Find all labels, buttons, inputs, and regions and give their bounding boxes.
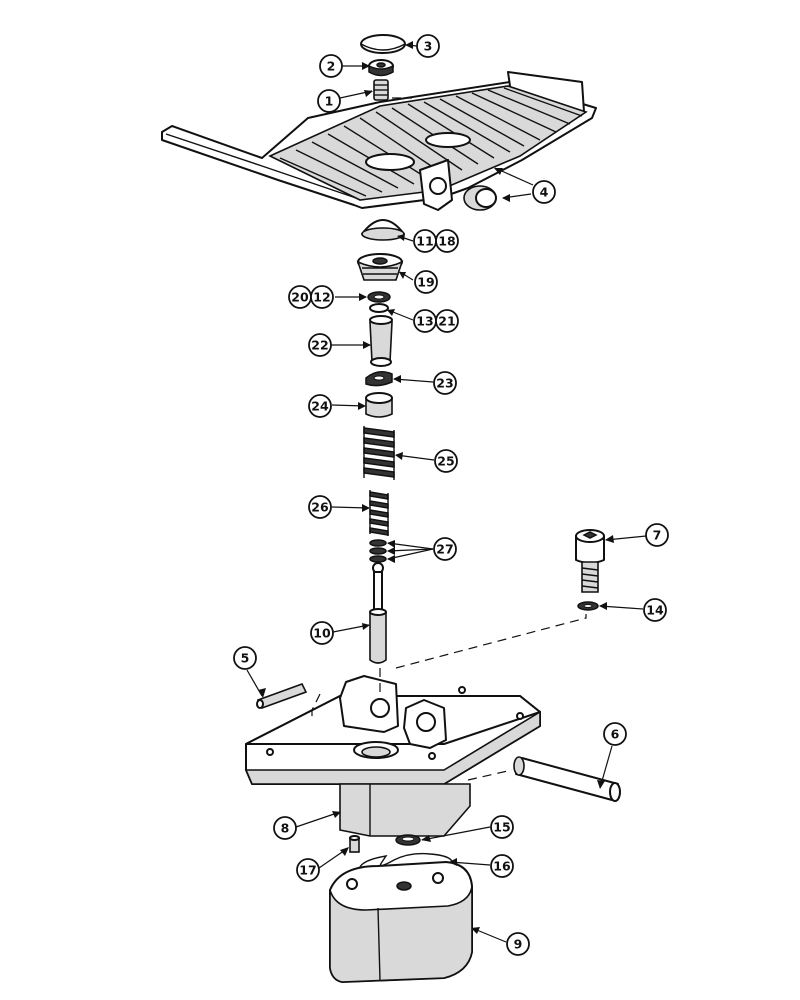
callout-6: 6 (603, 722, 627, 746)
svg-text:19: 19 (417, 275, 434, 290)
svg-text:27: 27 (436, 542, 453, 557)
part-large-spring (363, 424, 395, 482)
part-plunger-pin (369, 562, 387, 664)
svg-text:11: 11 (416, 234, 433, 249)
callout-21: 21 (435, 309, 459, 333)
callout-16: 16 (490, 854, 514, 878)
part-cap-disc (360, 34, 406, 54)
svg-text:1: 1 (325, 94, 334, 109)
svg-text:26: 26 (311, 500, 329, 515)
part-valve-body (329, 861, 473, 983)
callout-12: 12 (310, 285, 334, 309)
callout-15: 15 (490, 815, 514, 839)
part-set-screw (373, 79, 389, 101)
svg-text:24: 24 (311, 399, 329, 414)
svg-text:20: 20 (291, 290, 309, 305)
part-dome-cap (361, 219, 405, 241)
svg-text:22: 22 (311, 338, 328, 353)
svg-text:15: 15 (493, 820, 510, 835)
part-roll-pin (256, 683, 308, 709)
part-pedal-bushing (463, 185, 497, 211)
part-plunger-sleeve (369, 315, 393, 367)
callout-1: 1 (317, 89, 341, 113)
part-cap-screw (575, 529, 605, 593)
svg-text:16: 16 (493, 859, 511, 874)
svg-text:8: 8 (281, 821, 290, 836)
callout-7: 7 (645, 523, 669, 547)
callout-3: 3 (416, 34, 440, 58)
callout-4: 4 (532, 180, 556, 204)
svg-text:18: 18 (438, 234, 455, 249)
callout-14: 14 (643, 598, 667, 622)
svg-text:9: 9 (514, 937, 523, 952)
part-base-housing (244, 675, 541, 837)
svg-text:17: 17 (299, 863, 316, 878)
part-hinge-pin (513, 756, 621, 802)
svg-text:14: 14 (646, 603, 664, 618)
svg-text:12: 12 (313, 290, 330, 305)
callout-23: 23 (433, 371, 457, 395)
svg-text:4: 4 (540, 185, 549, 200)
svg-text:5: 5 (241, 651, 250, 666)
part-small-spring (369, 490, 389, 536)
leader-arrowheads (258, 41, 614, 934)
svg-text:23: 23 (436, 376, 453, 391)
part-spacer-bushing (365, 392, 393, 418)
callout-11: 11 (413, 229, 437, 253)
assembly-centerlines (311, 97, 587, 781)
svg-text:6: 6 (611, 727, 620, 742)
svg-text:3: 3 (424, 39, 433, 54)
callout-24: 24 (308, 394, 332, 418)
part-lock-washer (577, 601, 599, 611)
svg-text:2: 2 (327, 59, 336, 74)
part-nut (368, 59, 394, 77)
part-pedal-plate (161, 71, 597, 211)
callout-10: 10 (310, 621, 334, 645)
callout-17: 17 (296, 858, 320, 882)
part-threaded-guide (356, 253, 404, 281)
svg-text:25: 25 (437, 454, 454, 469)
callout-27: 27 (433, 537, 457, 561)
part-seal-ring (395, 834, 421, 846)
callout-5: 5 (233, 646, 257, 670)
svg-text:7: 7 (653, 528, 662, 543)
svg-text:10: 10 (313, 626, 331, 641)
part-seal-washer (369, 303, 389, 313)
part-retainer-clip (365, 371, 393, 387)
callout-25: 25 (434, 449, 458, 473)
svg-text:21: 21 (438, 314, 455, 329)
callout-2: 2 (319, 54, 343, 78)
svg-text:13: 13 (416, 314, 433, 329)
part-dowel (349, 835, 360, 853)
part-o-ring (367, 291, 391, 303)
callout-8: 8 (273, 816, 297, 840)
part-shim-washers (369, 539, 387, 563)
callout-26: 26 (308, 495, 332, 519)
pedal-ribs (279, 87, 583, 197)
callout-13: 13 (413, 309, 437, 333)
callout-9: 9 (506, 932, 530, 956)
callout-19: 19 (414, 270, 438, 294)
callout-20: 20 (288, 285, 312, 309)
callout-18: 18 (435, 229, 459, 253)
callout-22: 22 (308, 333, 332, 357)
